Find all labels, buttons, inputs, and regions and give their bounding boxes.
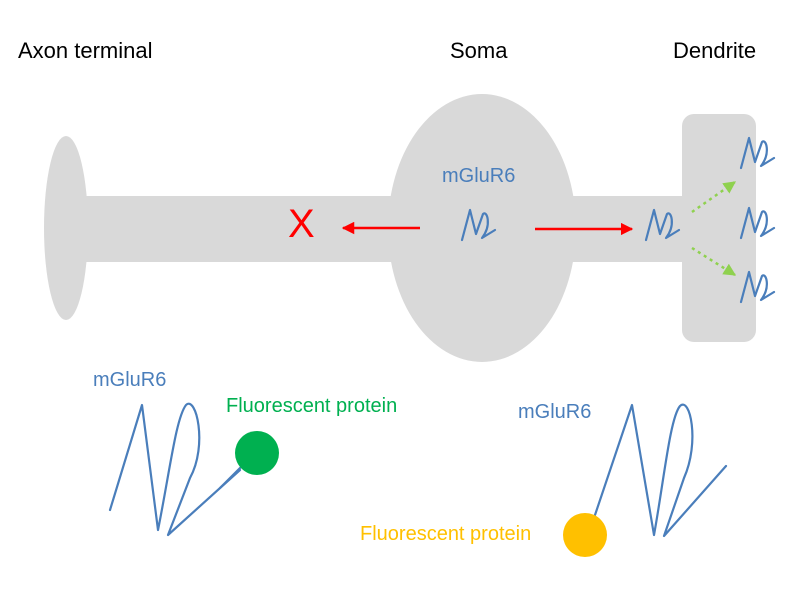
legend-left-receptor-icon [108,402,242,537]
dendrite-label: Dendrite [673,38,756,63]
soma-label: Soma [450,38,508,63]
dendrite-receptor-mid-icon [739,206,776,240]
legend-right-receptor-icon [593,403,728,538]
soma-shape [388,94,576,362]
legend-right-receptor-label: mGluR6 [518,401,591,423]
receptor-squiggles [460,136,776,304]
insertion-arrow-up [691,180,737,214]
legend-left-receptor-label: mGluR6 [93,369,166,391]
axon-terminal-label: Axon terminal [18,38,153,63]
dendrite-receptor-bottom-icon [739,270,776,304]
soma-receptor-icon [460,208,497,242]
block-mark: X [288,202,315,246]
legend-right-fp-label: Fluorescent protein [360,523,531,545]
legend-left-fp-label: Fluorescent protein [226,395,397,417]
transit-receptor-icon [644,208,681,242]
soma-mglur6-label: mGluR6 [442,165,515,187]
dendrite-receptor-top-icon [739,136,776,170]
dendrite-shape [682,114,756,342]
legend-left-fluorescent-protein-icon [235,431,279,475]
insertion-arrow-down [691,246,737,277]
legend-right-fluorescent-protein-icon [563,513,607,557]
